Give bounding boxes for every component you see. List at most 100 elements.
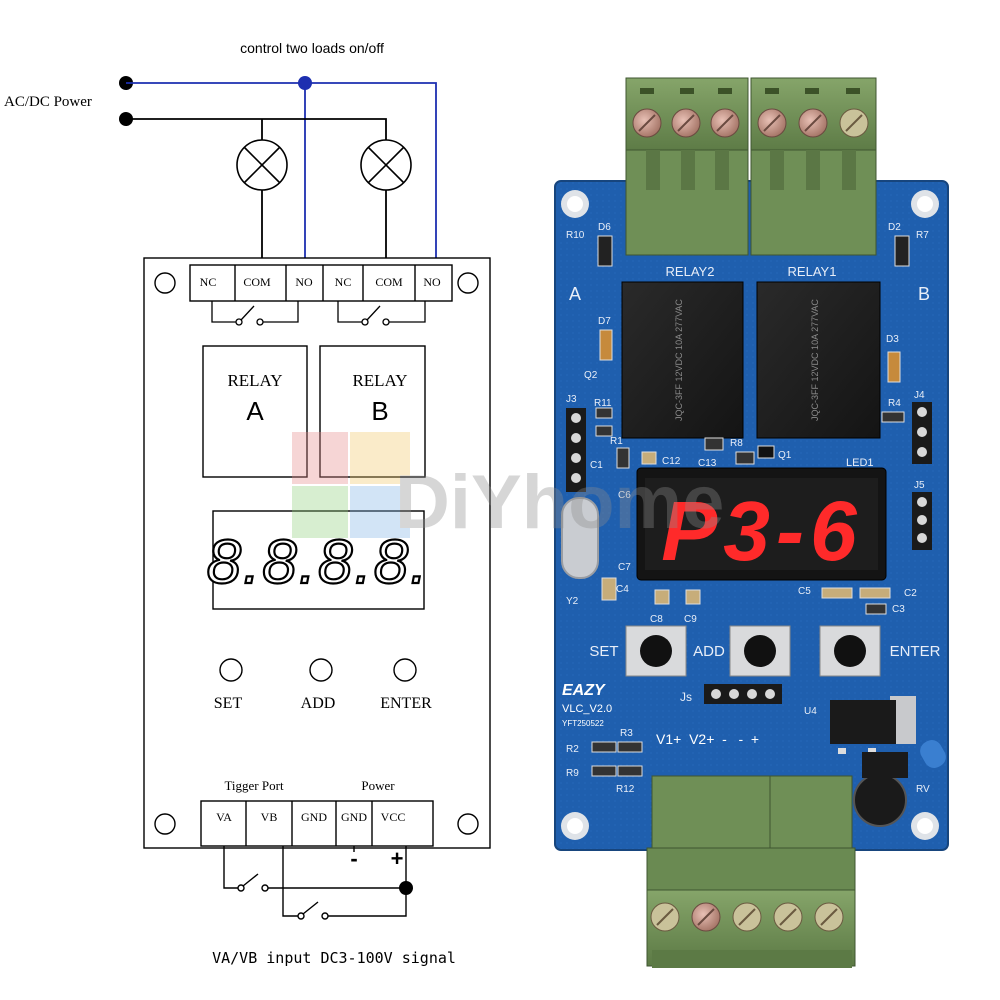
enter-tact-switch[interactable] <box>819 625 881 677</box>
electrolytic-capacitor <box>853 773 907 827</box>
brand-label: EAZY <box>562 682 606 699</box>
set-tact-switch[interactable] <box>625 625 687 677</box>
blue-power-wire <box>126 82 437 271</box>
mount-hole <box>911 190 939 218</box>
svg-text:C1: C1 <box>590 460 603 471</box>
terminal-label-vb: VB <box>261 810 278 824</box>
board-enter-label: ENTER <box>890 643 941 660</box>
mount-hole <box>561 812 589 840</box>
relay-switch-symbol <box>211 301 426 326</box>
terminal-label-gnd: GND <box>301 810 327 824</box>
mount-hole <box>154 272 176 294</box>
svg-text:J5: J5 <box>914 480 925 491</box>
mount-hole <box>911 812 939 840</box>
svg-text:R9: R9 <box>566 768 579 779</box>
lamp-icon <box>236 139 288 191</box>
relay-2-component <box>621 281 744 439</box>
svg-text:C7: C7 <box>618 562 631 573</box>
svg-text:R11: R11 <box>594 398 612 409</box>
svg-text:Y2: Y2 <box>566 596 579 607</box>
side-a-label: A <box>569 284 581 304</box>
svg-text:D6: D6 <box>598 222 611 233</box>
svg-text:U4: U4 <box>804 706 817 717</box>
relay2-label: RELAY2 <box>666 264 715 279</box>
svg-text:JQC-3FF 12VDC 10A 277VAC: JQC-3FF 12VDC 10A 277VAC <box>674 299 684 421</box>
set-label: SET <box>214 695 243 712</box>
add-button[interactable] <box>309 658 333 682</box>
js-label: Js <box>680 690 692 704</box>
model-label: VLC_V2.0 <box>562 703 612 715</box>
relay-a-letter: A <box>246 396 264 426</box>
mount-hole <box>457 813 479 835</box>
led-display-readout: P3-6 <box>661 484 862 578</box>
black-power-wire <box>126 118 387 271</box>
terminal-label-no: NO <box>295 275 313 289</box>
board-set-label: SET <box>589 643 618 660</box>
serial-label: YFT250522 <box>562 719 604 728</box>
watermark: DiYhome <box>292 432 724 545</box>
svg-text:JQC-3FF 12VDC 10A 277VAC: JQC-3FF 12VDC 10A 277VAC <box>810 299 820 421</box>
svg-text:D2: D2 <box>888 222 901 233</box>
terminal-label-com: COM <box>243 275 271 289</box>
pin-header-js <box>704 684 782 704</box>
input-terminal-block: VA VB GND GND VCC <box>200 800 434 847</box>
input-caption: VA/VB input DC3-100V signal <box>212 949 456 967</box>
display-box <box>212 510 425 610</box>
junction-dot <box>298 76 312 90</box>
power-label: AC/DC Power <box>4 94 92 110</box>
terminal-label-nc: NC <box>200 275 217 289</box>
terminal-label-no: NO <box>423 275 441 289</box>
svg-text:D3: D3 <box>886 334 899 345</box>
power-port-label: Power <box>361 778 395 793</box>
input-wiring <box>223 846 407 920</box>
svg-text:RV: RV <box>916 784 930 795</box>
svg-text:C2: C2 <box>904 588 917 599</box>
svg-text:D7: D7 <box>598 316 611 327</box>
add-tact-switch[interactable] <box>729 625 791 677</box>
svg-text:R10: R10 <box>566 230 585 241</box>
terminal-label-nc: NC <box>335 275 352 289</box>
enter-label: ENTER <box>380 695 432 712</box>
set-button[interactable] <box>219 658 243 682</box>
relay-1-component <box>756 281 881 439</box>
svg-text:Q2: Q2 <box>584 370 598 381</box>
watermark-text: DiYhome <box>395 460 724 545</box>
svg-text:R4: R4 <box>888 398 901 409</box>
terminal-label-gnd: GND <box>341 810 367 824</box>
terminal-label-com: COM <box>375 275 403 289</box>
svg-text:J4: J4 <box>914 390 925 401</box>
svg-text:C4: C4 <box>616 584 629 595</box>
pcb-board: RELAY2 RELAY1 A B JQC-3FF 12VDC 10A 277V… <box>554 77 949 968</box>
diagram-title: control two loads on/off <box>240 40 384 56</box>
svg-text:J3: J3 <box>566 394 577 405</box>
pin-header-j4 <box>912 402 932 464</box>
mount-hole <box>561 190 589 218</box>
terminal-label-vcc: VCC <box>381 810 406 824</box>
blue-capacitor <box>920 740 946 768</box>
relay2-terminal-block <box>625 77 749 256</box>
input-labels: V1+ V2+ - - + <box>656 731 759 747</box>
svg-text:R3: R3 <box>620 728 633 739</box>
mount-hole <box>154 813 176 835</box>
svg-text:R2: R2 <box>566 744 579 755</box>
pin-header-j5 <box>912 492 932 550</box>
trigger-port-label: Tigger Port <box>224 778 284 793</box>
relay-b-letter: B <box>371 396 388 426</box>
led-display-window <box>645 478 878 570</box>
pin-header-j3 <box>566 408 586 492</box>
input-terminal-block-photo <box>646 775 856 968</box>
svg-text:C8: C8 <box>650 614 663 625</box>
relay-a-label: RELAY <box>227 371 282 390</box>
side-b-label: B <box>918 284 930 304</box>
add-label: ADD <box>301 695 336 712</box>
relay-marking: JQC-3FF 12VDC 10A 277VAC JQC-3FF 12VDC 1… <box>674 299 820 421</box>
junction-dot <box>399 881 413 895</box>
led1-label: LED1 <box>846 457 874 469</box>
relay-terminal-block: NC COM NO NC COM NO <box>189 264 453 302</box>
svg-text:R7: R7 <box>916 230 929 241</box>
component-designators: R10 D6 D2 R7 D7 D3 Q2 R11 R4 J4 J3 R1 C1… <box>566 222 930 795</box>
enter-button[interactable] <box>393 658 417 682</box>
board-add-label: ADD <box>693 643 725 660</box>
relay1-label: RELAY1 <box>788 264 837 279</box>
relay1-terminal-block <box>750 77 877 256</box>
